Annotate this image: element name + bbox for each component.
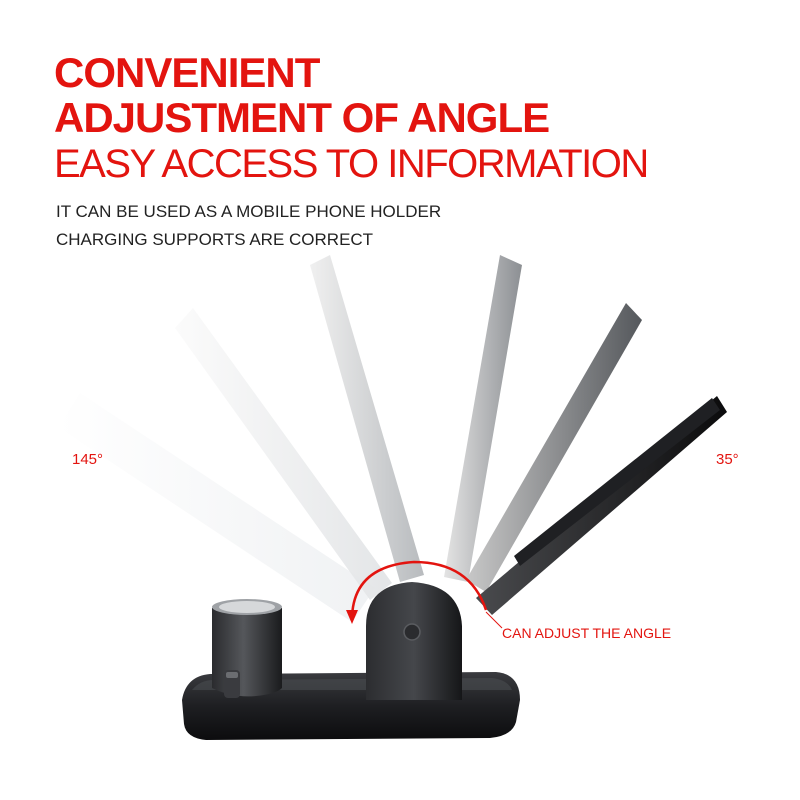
plate-145-degrees [58, 393, 375, 622]
hinge-block [366, 582, 462, 700]
plate-60-degrees [466, 303, 642, 592]
headline-line-3: EASY ACCESS TO INFORMATION [54, 142, 649, 186]
plate-130-degrees [175, 308, 392, 600]
headline-line-1: CONVENIENT [54, 49, 320, 96]
plate-110-degrees [310, 255, 424, 582]
adjust-angle-callout: CAN ADJUST THE ANGLE [502, 625, 672, 641]
subtext-line-2: CHARGING SUPPORTS ARE CORRECT [56, 230, 374, 249]
angle-min-label: 35° [716, 451, 739, 468]
rotation-arrow [350, 560, 488, 621]
plate-85-degrees [444, 255, 522, 582]
plate-35-edge [514, 398, 720, 566]
angle-max-label: 145° [72, 451, 104, 468]
watch-charger-cup [212, 608, 282, 697]
headline-line-2: ADJUSTMENT OF ANGLE [54, 94, 550, 141]
hinge-screw [403, 623, 421, 641]
subtext-line-1: IT CAN BE USED AS A MOBILE PHONE HOLDER [56, 202, 442, 221]
